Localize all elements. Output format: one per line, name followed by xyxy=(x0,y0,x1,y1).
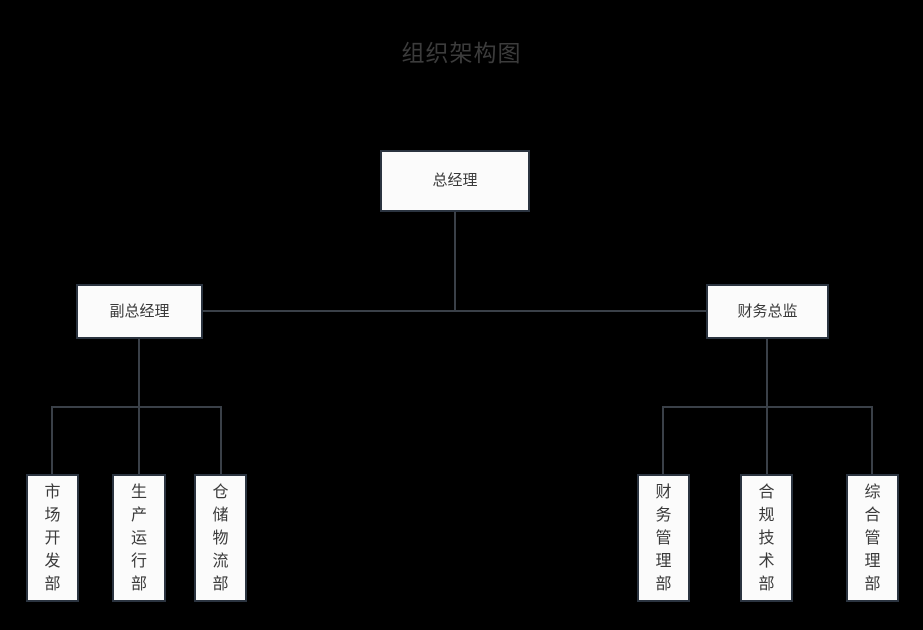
node-deputy-general-manager-label: 副总经理 xyxy=(109,302,170,320)
node-production-operations-label: 生产运行部 xyxy=(130,483,147,593)
connector-to-compliance-technology xyxy=(766,406,768,475)
connector-to-market-development xyxy=(51,406,53,475)
connector-deputy-to-bus xyxy=(138,339,140,408)
connector-left-children-bus xyxy=(51,406,221,408)
node-finance-director-label: 财务总监 xyxy=(737,302,798,320)
node-financial-management[interactable]: 财务管理部 xyxy=(637,474,690,602)
node-market-development-label: 市场开发部 xyxy=(44,483,61,593)
page-title: 组织架构图 xyxy=(401,40,522,66)
node-deputy-general-manager[interactable]: 副总经理 xyxy=(76,284,203,339)
connector-to-financial-management xyxy=(662,406,664,475)
node-warehouse-logistics-label: 仓储物流部 xyxy=(212,483,229,593)
node-general-manager[interactable]: 总经理 xyxy=(380,150,530,212)
node-financial-management-label: 财务管理部 xyxy=(655,483,672,593)
node-finance-director[interactable]: 财务总监 xyxy=(706,284,829,339)
connector-gm-to-bus xyxy=(454,212,456,312)
node-warehouse-logistics[interactable]: 仓储物流部 xyxy=(194,474,247,602)
connector-to-production-operations xyxy=(138,406,140,475)
connector-to-general-administration xyxy=(871,406,873,475)
node-general-manager-label: 总经理 xyxy=(432,172,478,189)
node-compliance-technology-label: 合规技术部 xyxy=(758,483,775,593)
connector-to-warehouse-logistics xyxy=(220,406,222,475)
node-market-development[interactable]: 市场开发部 xyxy=(26,474,79,602)
node-general-administration[interactable]: 综合管理部 xyxy=(846,474,899,602)
node-compliance-technology[interactable]: 合规技术部 xyxy=(740,474,793,602)
node-production-operations[interactable]: 生产运行部 xyxy=(112,474,166,602)
connector-level2-bus xyxy=(202,310,708,312)
connector-finance-to-bus xyxy=(766,339,768,408)
node-general-administration-label: 综合管理部 xyxy=(864,483,881,593)
